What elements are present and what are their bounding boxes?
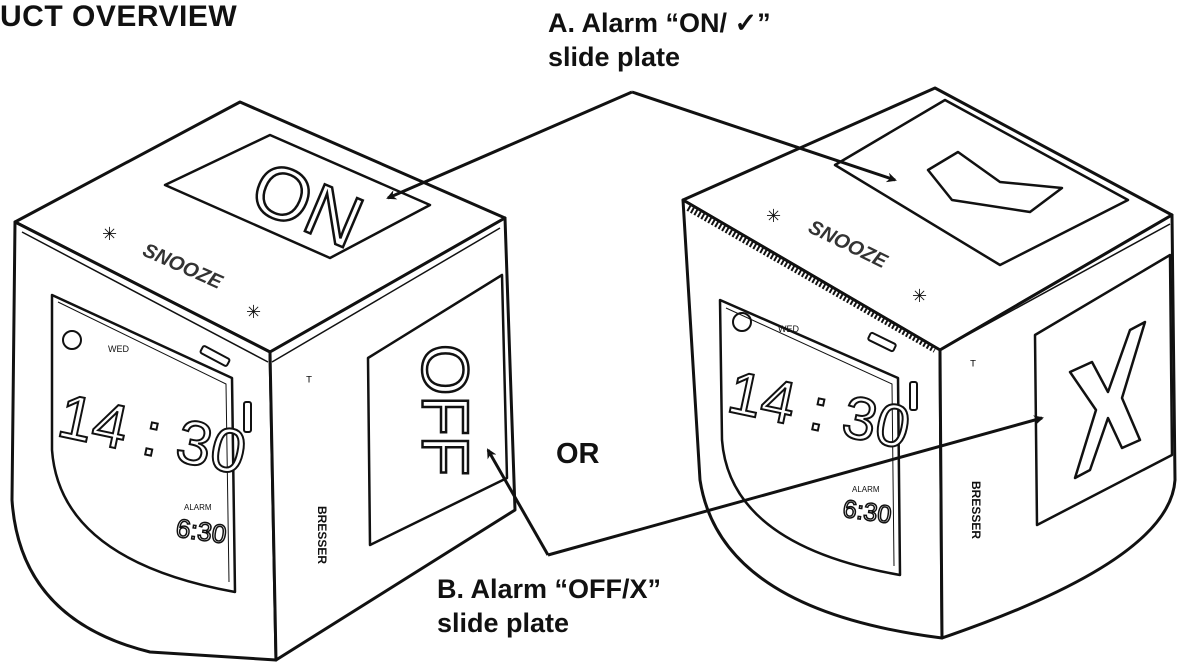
- left-brand-text: BRESSER: [315, 506, 329, 564]
- label-a-line1: A. Alarm “ON/ ✓”: [548, 8, 771, 38]
- right-alarm-time: 6:30: [841, 495, 893, 530]
- left-day-text: WED: [108, 344, 129, 354]
- left-clock-display: [50, 293, 237, 594]
- or-label: OR: [556, 438, 600, 470]
- label-a-line2: slide plate: [548, 42, 681, 72]
- arrow-b-to-right: [547, 415, 1044, 557]
- right-clock-display: [718, 298, 902, 577]
- left-star-2: ✳: [246, 302, 261, 322]
- left-clock-side-plate: [366, 273, 509, 547]
- right-x-mark-icon: [1068, 320, 1147, 480]
- right-check-mark-icon: [926, 150, 1064, 214]
- right-side-logo: ᵀ: [970, 357, 976, 373]
- right-star-1: ✳: [766, 206, 781, 226]
- arrow-a-to-right: [631, 90, 897, 183]
- left-clock-top-plate: [163, 133, 432, 260]
- label-b-line1: B. Alarm “OFF/X”: [437, 574, 662, 604]
- right-day-text: WED: [778, 324, 799, 334]
- right-alarm-label: ALARM: [852, 485, 880, 494]
- left-side-plate-text: OFF: [409, 344, 483, 476]
- left-star-1: ✳: [102, 224, 117, 244]
- arrows: [386, 90, 1044, 557]
- arrow-a-to-left: [386, 90, 633, 200]
- right-star-2: ✳: [912, 286, 927, 306]
- left-alarm-label: ALARM: [184, 503, 212, 512]
- label-b: B. Alarm “OFF/X” slide plate: [437, 572, 661, 640]
- arrow-b-to-left: [486, 448, 550, 556]
- label-b-line2: slide plate: [437, 608, 570, 638]
- page-heading: UCT OVERVIEW: [0, 0, 238, 33]
- left-side-logo: ᵀ: [306, 373, 312, 389]
- right-brand-text: BRESSER: [969, 481, 983, 539]
- left-clock: [10, 100, 517, 662]
- label-a: A. Alarm “ON/ ✓” slide plate: [548, 6, 771, 74]
